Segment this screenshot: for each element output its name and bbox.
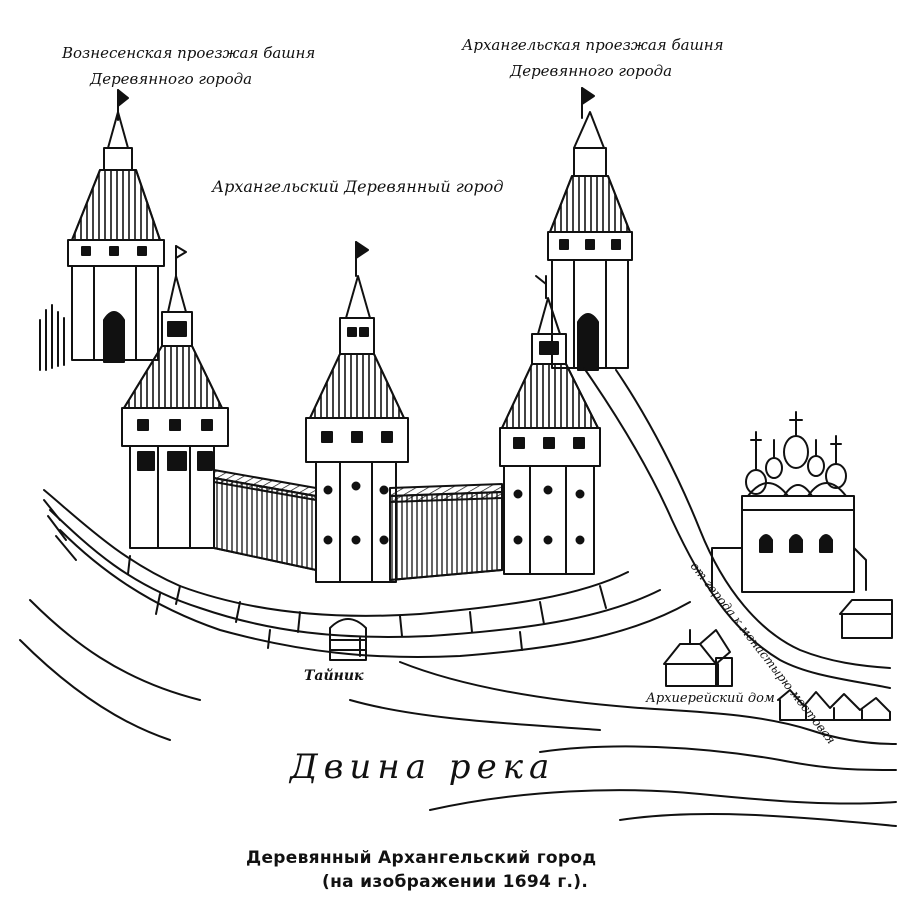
label-archbishop-house: Архиерейский дом <box>645 691 775 706</box>
fortress-wall <box>213 469 503 581</box>
voznesenskaya-tower <box>39 89 165 371</box>
embankment <box>43 489 691 661</box>
arkhangelskaya-tower <box>547 87 633 371</box>
caption-line1: Деревянный Архангельский город <box>246 848 597 868</box>
road <box>583 367 891 689</box>
cathedral <box>711 411 867 593</box>
label-voznesenskaya-line1: Вознесенская проезжая башня <box>61 44 315 62</box>
label-tainik: Тайник <box>304 667 364 684</box>
label-wooden-town: Архангельский Деревянный город <box>211 177 503 196</box>
front-left-tower <box>121 245 229 549</box>
small-houses <box>663 599 893 721</box>
label-arkhangelskaya-line2: Деревянного города <box>509 62 672 80</box>
label-river: Двина река <box>288 747 555 787</box>
label-arkhangelskaya-line1: Архангельская проезжая башня <box>461 36 724 54</box>
caption-line2: (на изображении 1694 г.). <box>322 872 589 892</box>
label-voznesenskaya-line2: Деревянного города <box>89 70 252 88</box>
river-banks <box>19 599 897 827</box>
front-right-tower <box>499 275 601 575</box>
front-middle-tower <box>305 241 409 583</box>
